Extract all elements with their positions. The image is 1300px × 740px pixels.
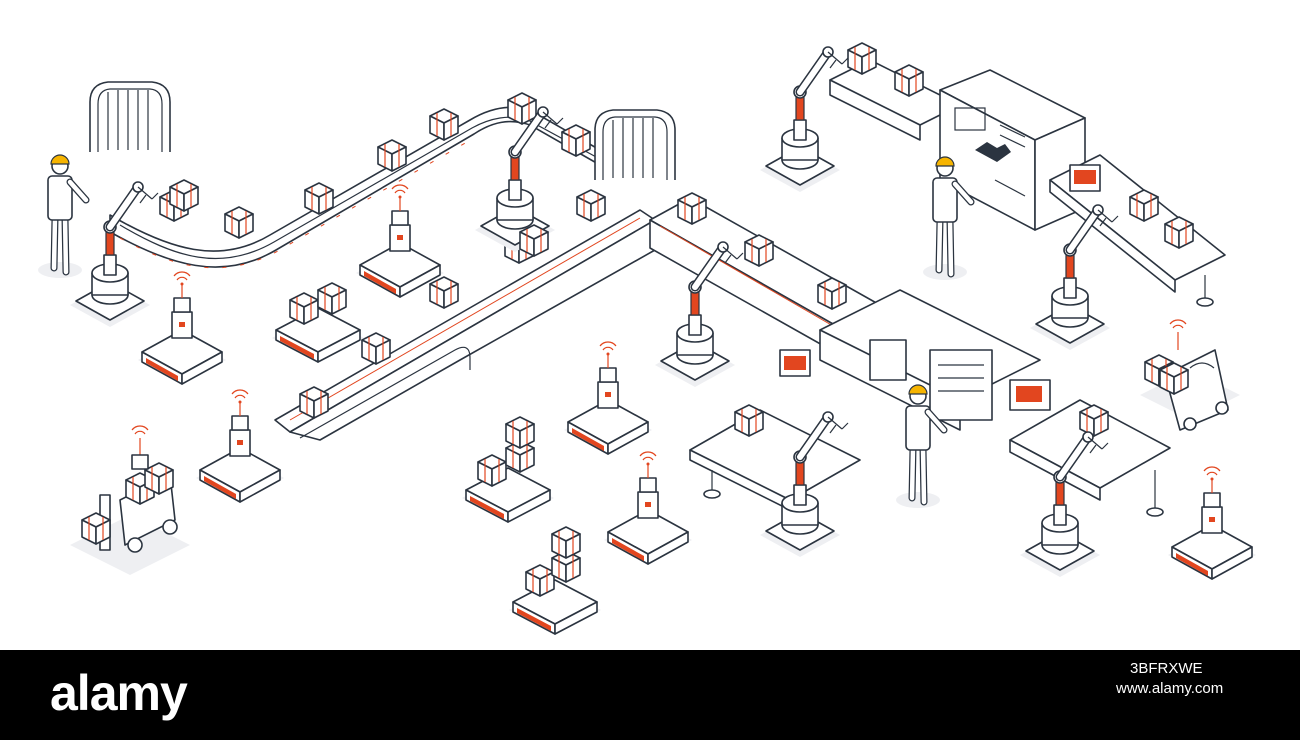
forklift: [1140, 319, 1240, 431]
agv-robot: [603, 451, 693, 565]
image-id: 3BFRXWE: [1130, 660, 1203, 677]
agv-robot: [563, 341, 653, 455]
agv-robot: [195, 389, 285, 503]
factory-illustration: [34, 42, 1257, 635]
forklift: [70, 425, 190, 575]
gate-left: [89, 81, 171, 153]
central-station: [779, 289, 1051, 431]
agv-cart: [271, 282, 365, 363]
dashboard-wall: [939, 69, 1086, 231]
gate-middle: [594, 109, 676, 181]
alamy-logo: alamy: [50, 665, 188, 721]
upper-right-lower-conveyor: [1049, 154, 1226, 307]
robot-arm: [70, 182, 158, 327]
site-url: www.alamy.com: [1116, 680, 1224, 697]
incline-conveyor: [274, 189, 656, 441]
lower-right-conveyor: [1009, 399, 1171, 517]
agv-cart: [508, 526, 602, 635]
worker: [38, 155, 86, 278]
agv-robot: [355, 184, 445, 298]
lower-left-conveyor: [689, 404, 861, 511]
watermark-bar: alamy 3BFRXWE www.alamy.com: [0, 650, 1300, 740]
agv-cart: [461, 416, 555, 523]
right-conveyor: [649, 192, 881, 356]
robot-arm: [760, 47, 848, 192]
agv-robot: [1167, 466, 1257, 580]
agv-robot: [137, 271, 227, 385]
